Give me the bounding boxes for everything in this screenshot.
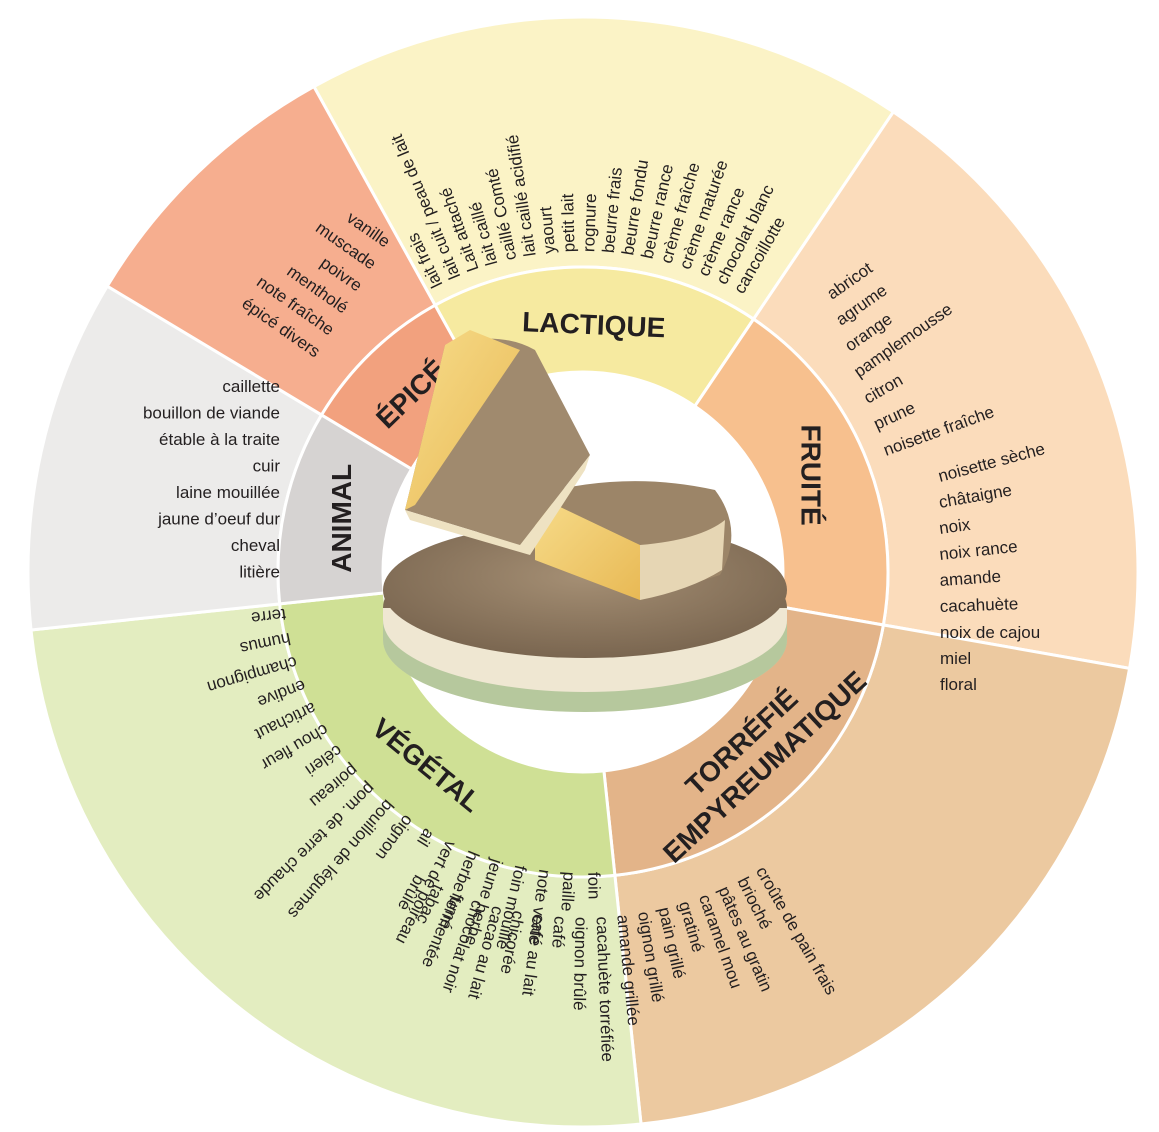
term-animal: laine mouillée — [176, 483, 280, 502]
term-fruite: cacahuète — [939, 594, 1018, 616]
center-cheese-image — [383, 330, 787, 712]
sector-title-line: LACTIQUE — [522, 306, 666, 343]
term-lactique: petit lait — [558, 193, 579, 252]
sector-torrefie-inner — [602, 604, 886, 877]
term-fruite: floral — [940, 675, 977, 694]
sector-title-fruite: FRUITÉ — [795, 425, 826, 526]
term-torrefie: café — [548, 915, 570, 949]
term-animal: litière — [239, 563, 280, 582]
term-fruite: miel — [940, 649, 971, 668]
term-animal: caillette — [222, 377, 280, 396]
term-animal: étable à la traite — [159, 430, 280, 449]
term-animal: cheval — [231, 536, 280, 555]
term-vegetal: paille — [557, 871, 579, 912]
sector-vegetal-inner — [278, 591, 617, 879]
sector-title-animal: ANIMAL — [326, 464, 357, 573]
term-vegetal: foin — [584, 872, 603, 900]
term-lactique: yaourt — [536, 206, 559, 255]
term-animal: cuir — [253, 457, 281, 476]
term-animal: bouillon de viande — [143, 404, 280, 423]
sector-title-line: ANIMAL — [326, 464, 357, 573]
term-vegetal: terre — [250, 605, 287, 628]
term-fruite: noix — [938, 515, 972, 538]
term-fruite: amande — [939, 567, 1002, 590]
sector-title-line: FRUITÉ — [795, 425, 826, 526]
term-lactique: rognure — [579, 193, 600, 252]
term-animal: jaune d’oeuf dur — [157, 510, 280, 529]
sector-fruite-inner — [692, 317, 890, 627]
sector-title-lactique: LACTIQUE — [522, 306, 666, 343]
term-torrefie: oignon brûlé — [570, 917, 591, 1011]
term-fruite: noix de cajou — [940, 623, 1040, 642]
